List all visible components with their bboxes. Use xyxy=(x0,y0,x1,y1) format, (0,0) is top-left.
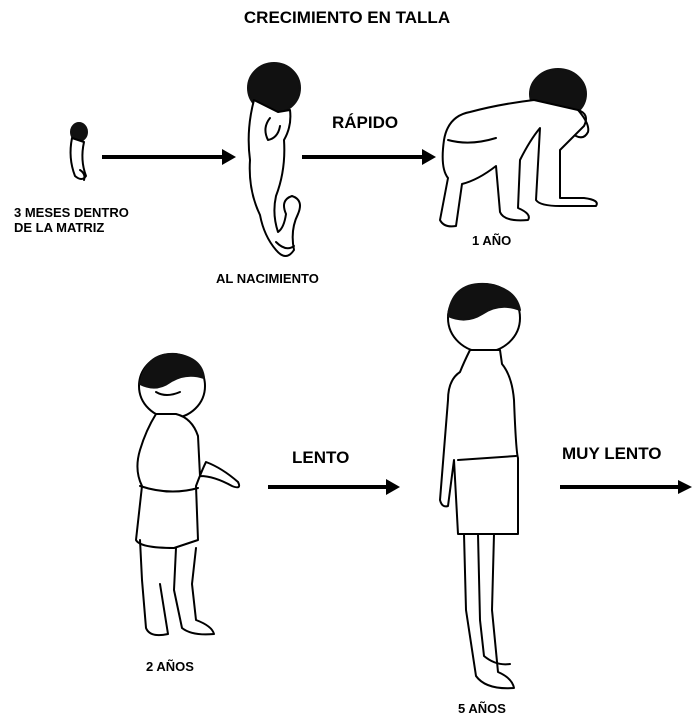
stage-label-2-years: 2 AÑOS xyxy=(146,659,194,674)
stage-label-1-year: 1 AÑO xyxy=(472,233,512,248)
five-year-figure xyxy=(439,282,521,690)
stage-label-birth: AL NACIMIENTO xyxy=(216,271,319,286)
arrow-fetus-to-newborn xyxy=(102,149,236,165)
arrow-after-five-years xyxy=(560,480,692,494)
stage-label-3-months: 3 MESES DENTRO DE LA MATRIZ xyxy=(14,205,129,235)
speed-label-fast: RÁPIDO xyxy=(332,113,399,132)
stage-label-5-years: 5 AÑOS xyxy=(458,701,506,716)
diagram-title: CRECIMIENTO EN TALLA xyxy=(243,8,451,27)
fetus-figure xyxy=(69,122,88,181)
arrow-newborn-to-one-year xyxy=(302,149,436,165)
newborn-figure xyxy=(247,62,301,257)
arrow-two-to-five-years xyxy=(268,479,400,495)
speed-label-very-slow: MUY LENTO xyxy=(562,444,662,463)
one-year-figure xyxy=(439,68,598,228)
speed-label-slow: LENTO xyxy=(292,448,350,467)
two-year-figure xyxy=(135,352,241,637)
